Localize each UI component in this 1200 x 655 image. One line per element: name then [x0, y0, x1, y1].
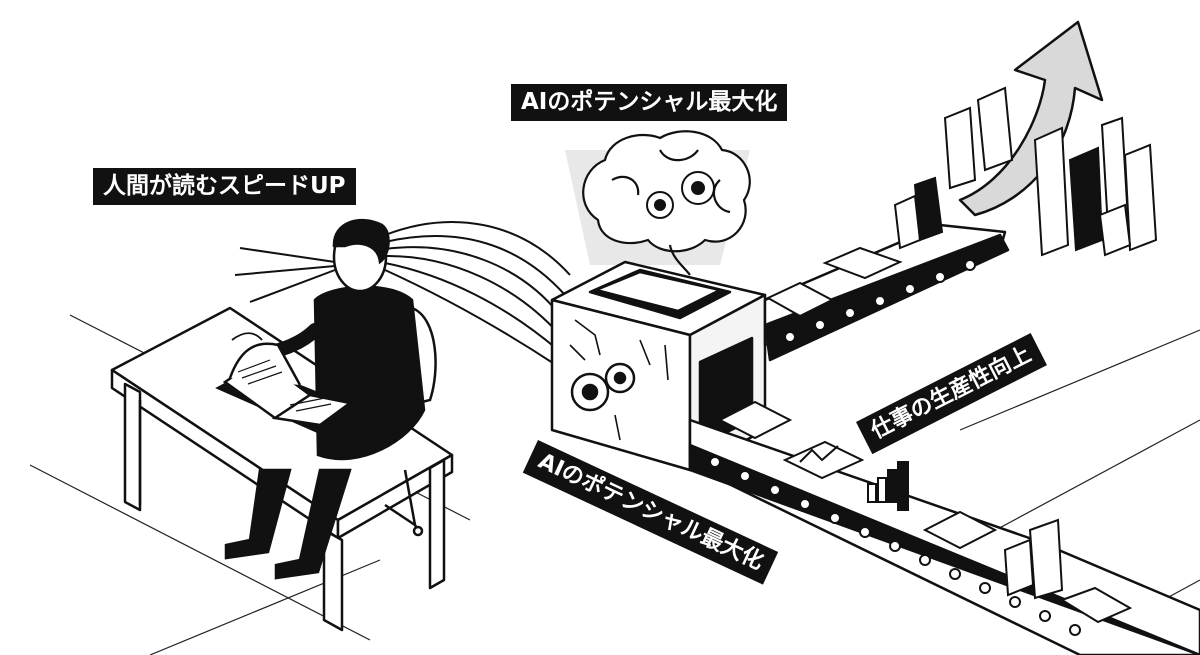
book-icon	[215, 332, 358, 434]
city-buildings-icon	[893, 86, 1158, 600]
gear-icon	[646, 171, 715, 219]
chart-icon	[782, 440, 909, 511]
label-ai-potential-top: AIのポテンシャル最大化	[511, 84, 788, 121]
document-icon	[717, 246, 1133, 624]
reading-speed-lines	[234, 221, 571, 366]
brain-icon	[582, 130, 751, 276]
growth-arrow-icon	[958, 20, 1104, 217]
label-reading-speed: 人間が読むスピードUP	[93, 168, 356, 205]
belt-rollers-upper	[784, 259, 976, 343]
belt-rollers-lower	[709, 456, 1081, 636]
